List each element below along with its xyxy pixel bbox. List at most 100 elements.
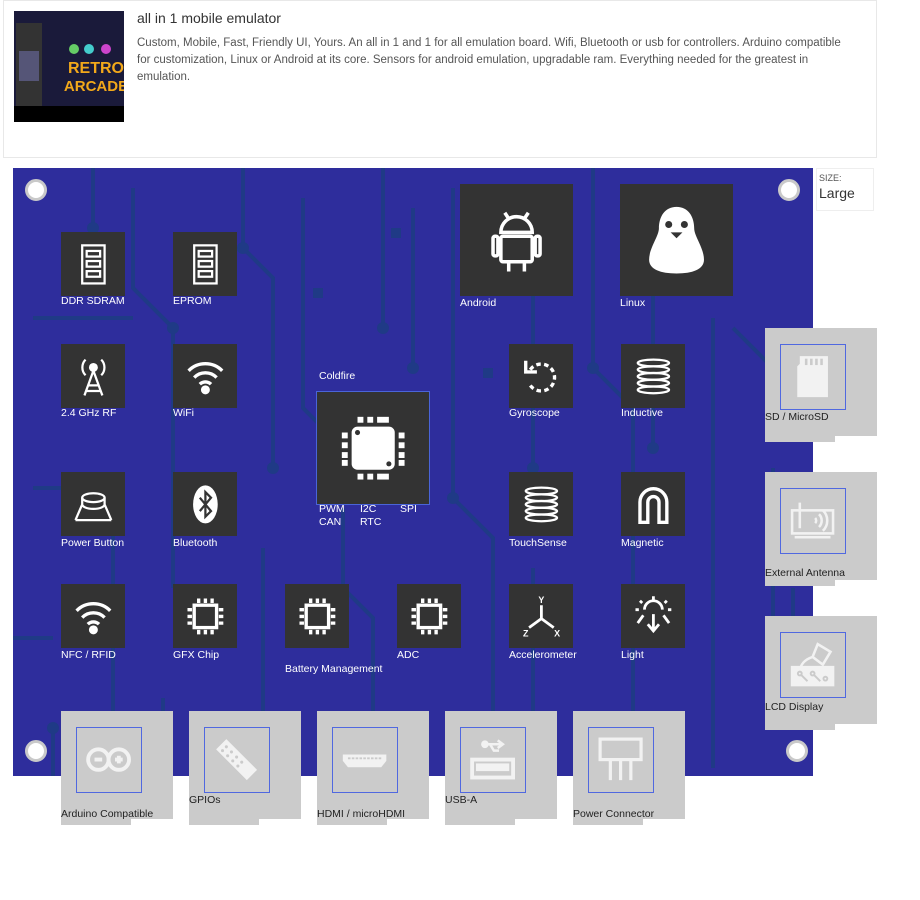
coil-icon (636, 358, 670, 394)
lcd-connector[interactable]: LCD Display (765, 616, 877, 730)
svg-text:X: X (554, 628, 560, 638)
linux-label: Linux (620, 297, 646, 309)
memory-icon (192, 243, 218, 285)
size-label: SIZE: (819, 173, 842, 183)
mounting-hole (25, 179, 47, 201)
svg-text:RETRO: RETRO (68, 60, 124, 77)
circuit-board: DDR SDRAM EPROM Android Linux 2.4 GHz RF… (13, 168, 813, 776)
adc-component[interactable] (397, 584, 461, 648)
magnetic-label: Magnetic (621, 537, 664, 549)
power-connector-label: Power Connector (573, 808, 655, 820)
usb-icon (460, 727, 526, 793)
product-card: RETRO ARCADE all in 1 mobile emulator Cu… (3, 0, 877, 158)
rotate-icon (523, 360, 556, 393)
antenna-icon (780, 488, 846, 554)
usb-label: USB-A (445, 794, 478, 806)
battery-management-label: Battery Management (285, 663, 383, 675)
magnetic-component[interactable] (621, 472, 685, 536)
power-plug-icon (588, 727, 654, 793)
nfc-label: NFC / RFID (61, 649, 116, 661)
svg-text:ARCADE: ARCADE (64, 78, 124, 95)
android-label: Android (460, 297, 497, 309)
gfx-chip-component[interactable] (173, 584, 237, 648)
size-value: Large (819, 185, 855, 201)
bluetooth-label: Bluetooth (173, 537, 218, 549)
sd-connector[interactable]: SD / MicroSD (765, 328, 877, 442)
svg-text:Y: Y (538, 595, 544, 605)
usb-connector[interactable]: USB-A (445, 711, 557, 825)
chip-icon (299, 598, 335, 634)
arduino-infinity-icon (76, 727, 142, 793)
arduino-label: Arduino Compatible (61, 808, 154, 820)
size-indicator[interactable]: SIZE: Large (816, 168, 874, 211)
eprom-component[interactable] (173, 232, 237, 296)
adc-label: ADC (397, 649, 420, 661)
rf-component[interactable] (61, 344, 125, 408)
light-label: Light (621, 649, 644, 661)
pin-spi: SPI (400, 503, 417, 515)
ddr-sdram-label: DDR SDRAM (61, 295, 125, 307)
power-button-component[interactable] (61, 472, 125, 536)
chip-icon (187, 598, 223, 634)
lcd-label: LCD Display (765, 701, 824, 713)
product-thumbnail: RETRO ARCADE (14, 11, 124, 122)
inductive-label: Inductive (621, 407, 664, 419)
pin-rtc: RTC (360, 516, 382, 528)
linux-component[interactable] (620, 184, 733, 296)
radio-tower-icon (80, 358, 106, 396)
wifi-component[interactable] (173, 344, 237, 408)
wifi-icon (186, 361, 223, 394)
android-component[interactable] (460, 184, 573, 296)
gpio-label: GPIOs (189, 794, 221, 806)
accelerometer-label: Accelerometer (509, 649, 577, 661)
sd-card-icon (780, 344, 846, 410)
xyz-axes-icon: Y Z X (523, 595, 560, 639)
antenna-connector[interactable]: External Antenna (765, 472, 877, 586)
power-connector[interactable]: Power Connector (573, 711, 685, 825)
accelerometer-component[interactable]: Y Z X (509, 584, 573, 648)
rf-label: 2.4 GHz RF (61, 407, 117, 419)
antenna-label: External Antenna (765, 567, 845, 579)
mounting-hole (786, 740, 808, 762)
light-sensor-icon (635, 595, 671, 633)
gfx-chip-label: GFX Chip (173, 649, 220, 661)
sd-label: SD / MicroSD (765, 411, 829, 423)
cpu-label: Coldfire (319, 370, 356, 382)
wifi-label: WiFi (173, 407, 194, 419)
inductive-component[interactable] (621, 344, 685, 408)
coldfire-cpu-component[interactable] (316, 391, 430, 505)
gyroscope-label: Gyroscope (509, 407, 560, 419)
hdmi-connector[interactable]: HDMI / microHDMI (317, 711, 429, 825)
chip-icon (341, 416, 405, 480)
push-button-icon (74, 491, 112, 521)
magnet-icon (637, 486, 669, 524)
bluetooth-component[interactable] (173, 472, 237, 536)
hdmi-port-icon (332, 727, 398, 793)
wifi-icon (74, 601, 111, 634)
memory-icon (80, 243, 106, 285)
touchsense-label: TouchSense (509, 537, 567, 549)
gpio-connector[interactable]: GPIOs (189, 711, 301, 825)
gyroscope-component[interactable] (509, 344, 573, 408)
product-title: all in 1 mobile emulator (137, 10, 281, 26)
gpio-header-icon (204, 727, 270, 793)
touchsense-component[interactable] (509, 472, 573, 536)
mounting-hole (25, 740, 47, 762)
power-button-label: Power Button (61, 537, 125, 549)
nfc-component[interactable] (61, 584, 125, 648)
arduino-connector[interactable]: Arduino Compatible (61, 711, 173, 825)
android-icon (491, 211, 542, 272)
pin-can: CAN (319, 516, 342, 528)
light-component[interactable] (621, 584, 685, 648)
chip-icon (411, 598, 447, 634)
hdmi-label: HDMI / microHDMI (317, 808, 406, 820)
penguin-icon (649, 206, 704, 274)
pin-i2c: I2C (360, 503, 377, 515)
ddr-sdram-component[interactable] (61, 232, 125, 296)
battery-management-component[interactable] (285, 584, 349, 648)
bluetooth-icon (192, 484, 218, 524)
pin-pwm: PWM (319, 503, 345, 515)
svg-text:Z: Z (523, 628, 529, 638)
eprom-label: EPROM (173, 295, 212, 307)
mounting-hole (778, 179, 800, 201)
